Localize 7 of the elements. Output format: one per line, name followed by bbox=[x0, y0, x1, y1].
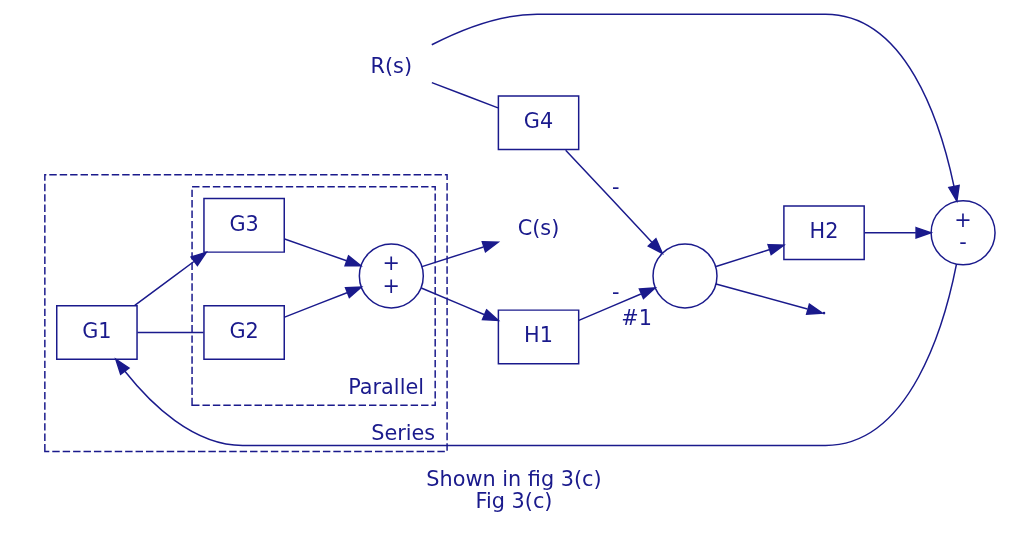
edge-label: - bbox=[611, 279, 620, 304]
caption: Fig 3(c) bbox=[475, 489, 552, 514]
node-label: #1 bbox=[620, 305, 652, 330]
diagram-title: Shown in fig 3(c) bbox=[425, 466, 602, 491]
node-text: C(s) bbox=[517, 216, 559, 241]
edge-label: - bbox=[611, 175, 620, 200]
node-text: R(s) bbox=[370, 54, 412, 79]
